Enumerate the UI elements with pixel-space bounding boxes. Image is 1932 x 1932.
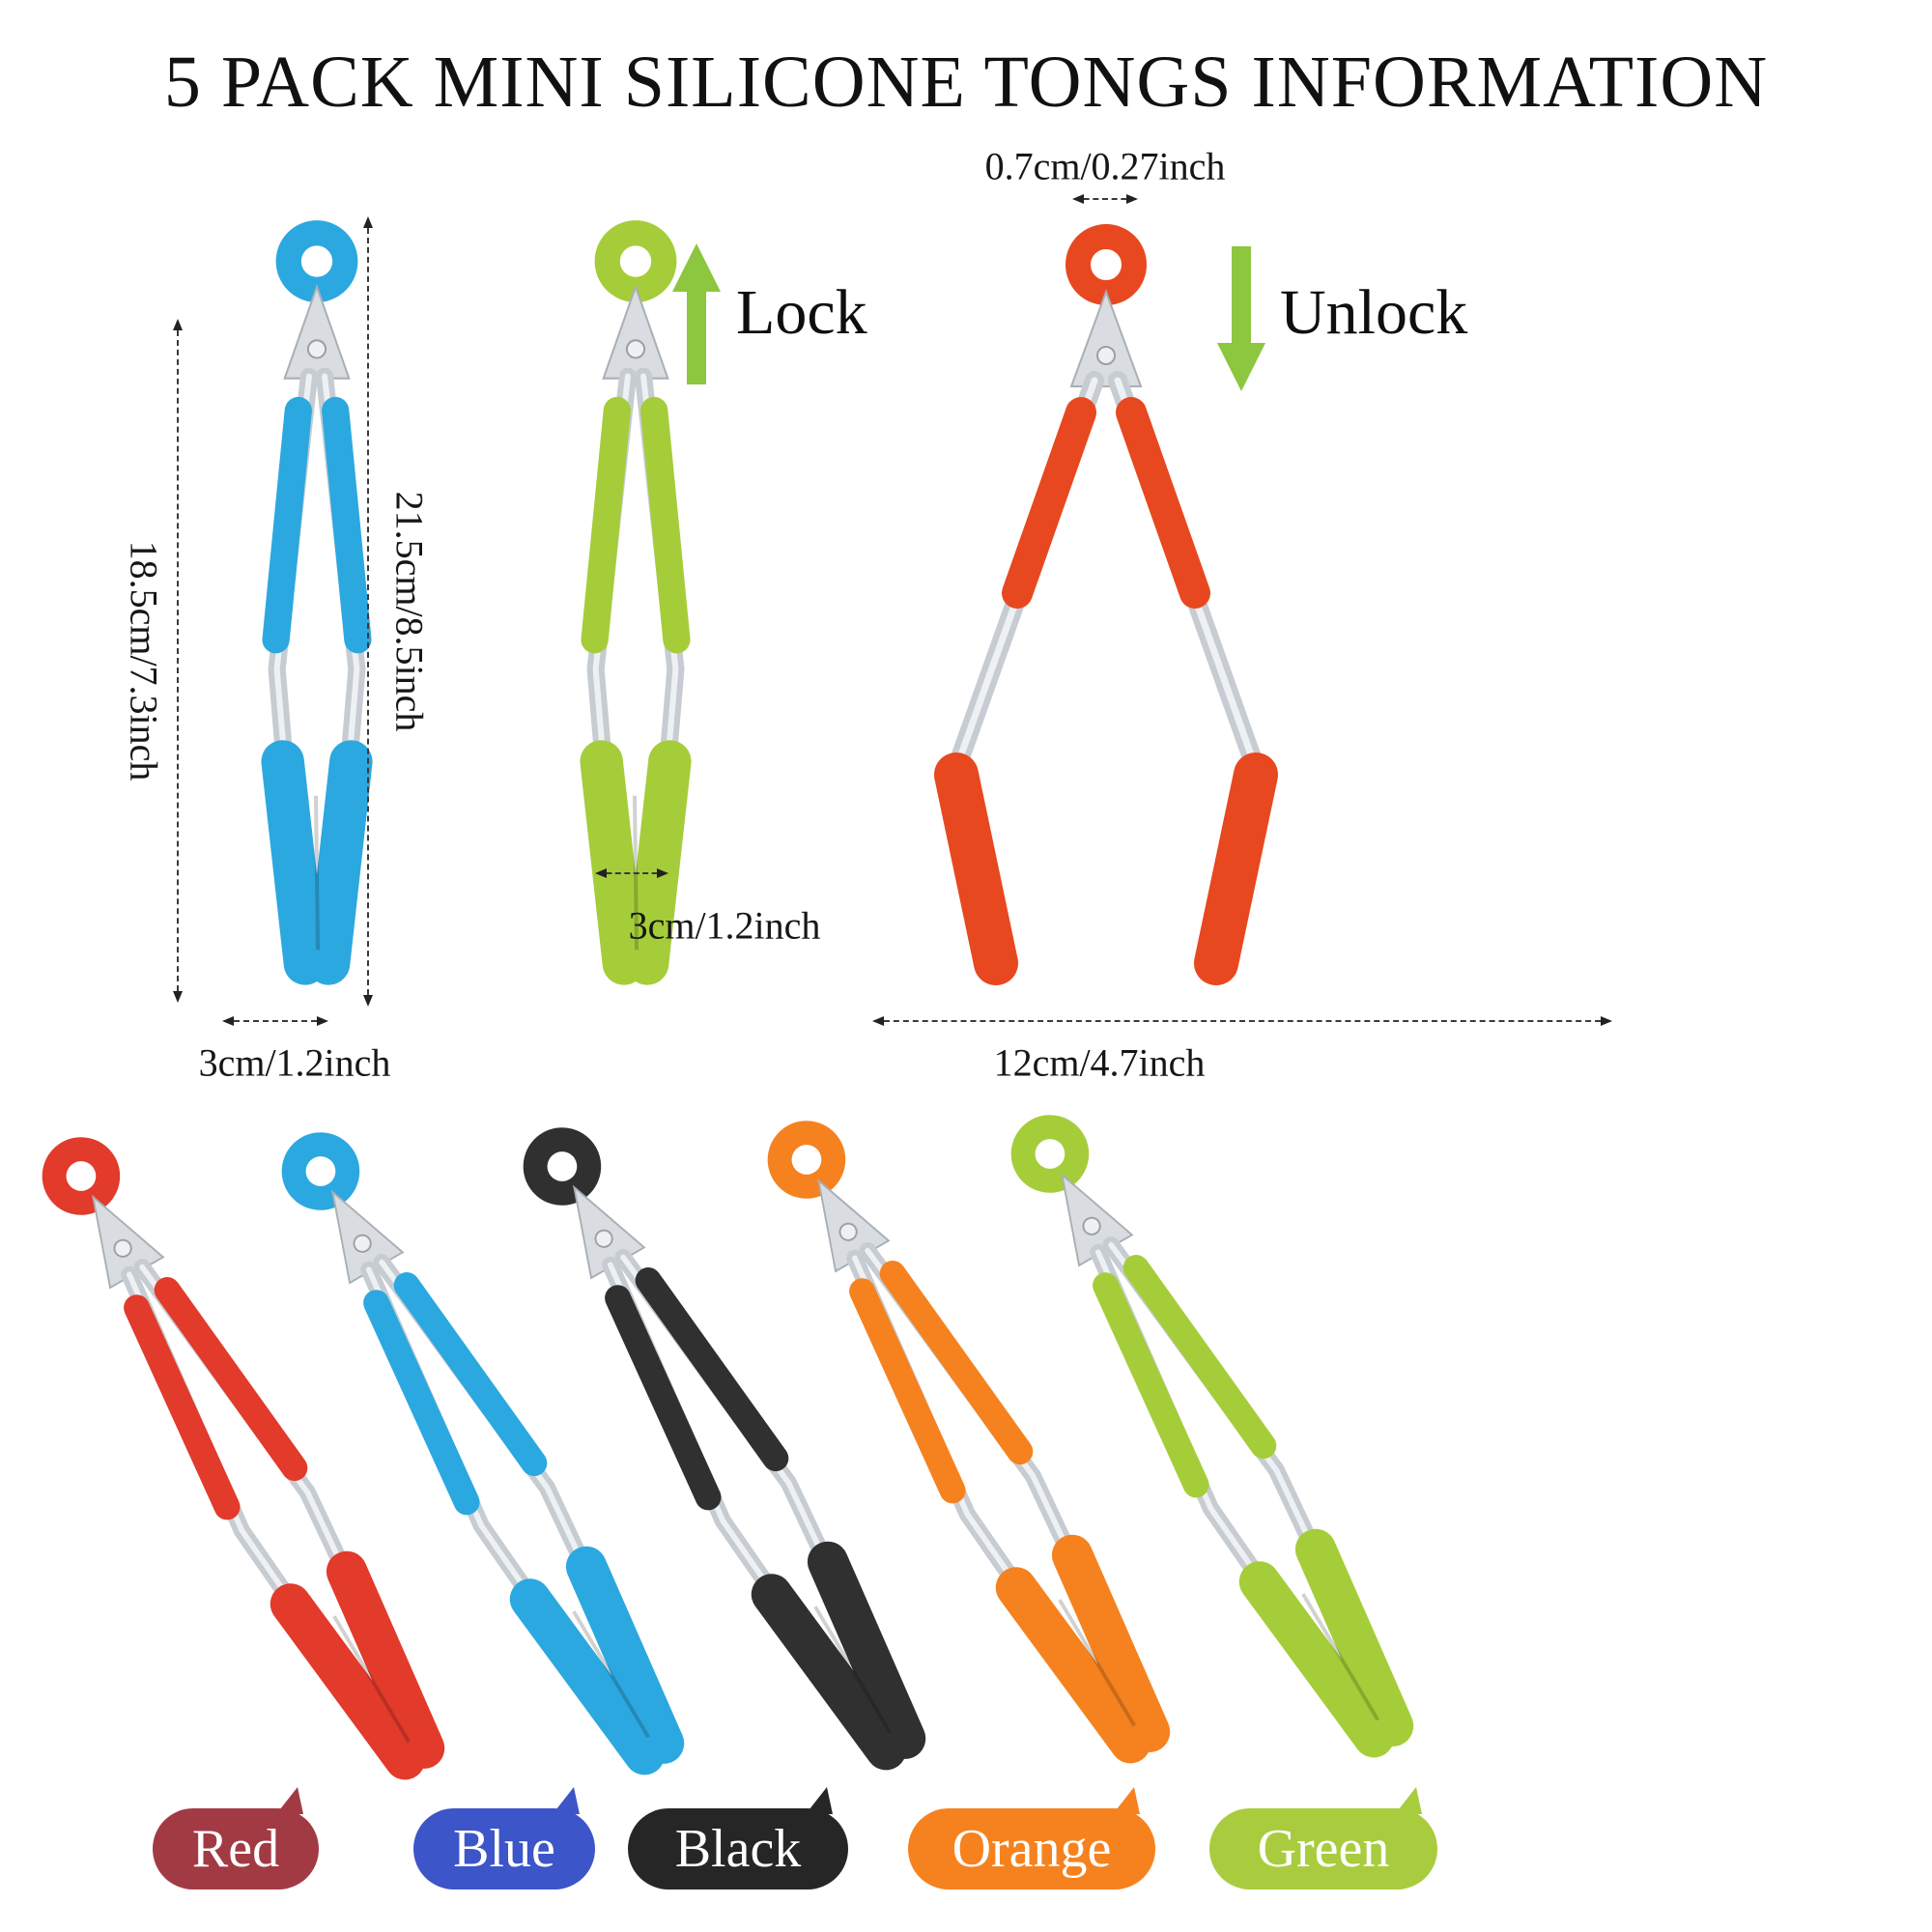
color-label-red: Red bbox=[153, 1787, 319, 1889]
dimension-line-ring-hole-width bbox=[1072, 194, 1138, 204]
dimension-label-ring-hole-width: 0.7cm/0.27inch bbox=[984, 144, 1226, 188]
color-label-blue-text: Blue bbox=[453, 1819, 555, 1879]
dimension-label-inner-height: 18.5cm/7.3inch bbox=[122, 540, 166, 781]
red-tongs-open-image bbox=[865, 213, 1348, 1009]
dimension-line-blue-tip-width bbox=[222, 1016, 328, 1026]
page-title: 5 PACK MINI SILICONE TONGS INFORMATION bbox=[163, 42, 1769, 123]
unlock-arrow-icon bbox=[1217, 246, 1265, 391]
color-label-green-text: Green bbox=[1257, 1819, 1390, 1879]
dimension-line-open-width bbox=[872, 1016, 1612, 1026]
color-label-red-text: Red bbox=[191, 1819, 280, 1879]
color-label-orange: Orange bbox=[908, 1787, 1155, 1889]
unlock-label: Unlock bbox=[1280, 277, 1468, 348]
dimension-label-blue-tip-width: 3cm/1.2inch bbox=[198, 1040, 391, 1085]
dimension-label-total-height: 21.5cm/8.5inch bbox=[387, 491, 432, 732]
color-label-green: Green bbox=[1209, 1787, 1437, 1889]
dimension-line-green-tip-width bbox=[595, 868, 668, 878]
dimension-label-open-width: 12cm/4.7inch bbox=[993, 1040, 1206, 1085]
color-label-blue: Blue bbox=[413, 1787, 595, 1889]
dimension-label-green-tip-width: 3cm/1.2inch bbox=[628, 903, 821, 948]
lock-label: Lock bbox=[736, 277, 867, 348]
color-label-black: Black bbox=[628, 1787, 848, 1889]
color-label-orange-text: Orange bbox=[952, 1819, 1112, 1879]
lock-arrow-icon bbox=[672, 243, 721, 384]
dimension-line-inner-height bbox=[173, 319, 183, 1003]
dimension-line-total-height bbox=[363, 216, 373, 1007]
color-label-black-text: Black bbox=[674, 1819, 802, 1879]
